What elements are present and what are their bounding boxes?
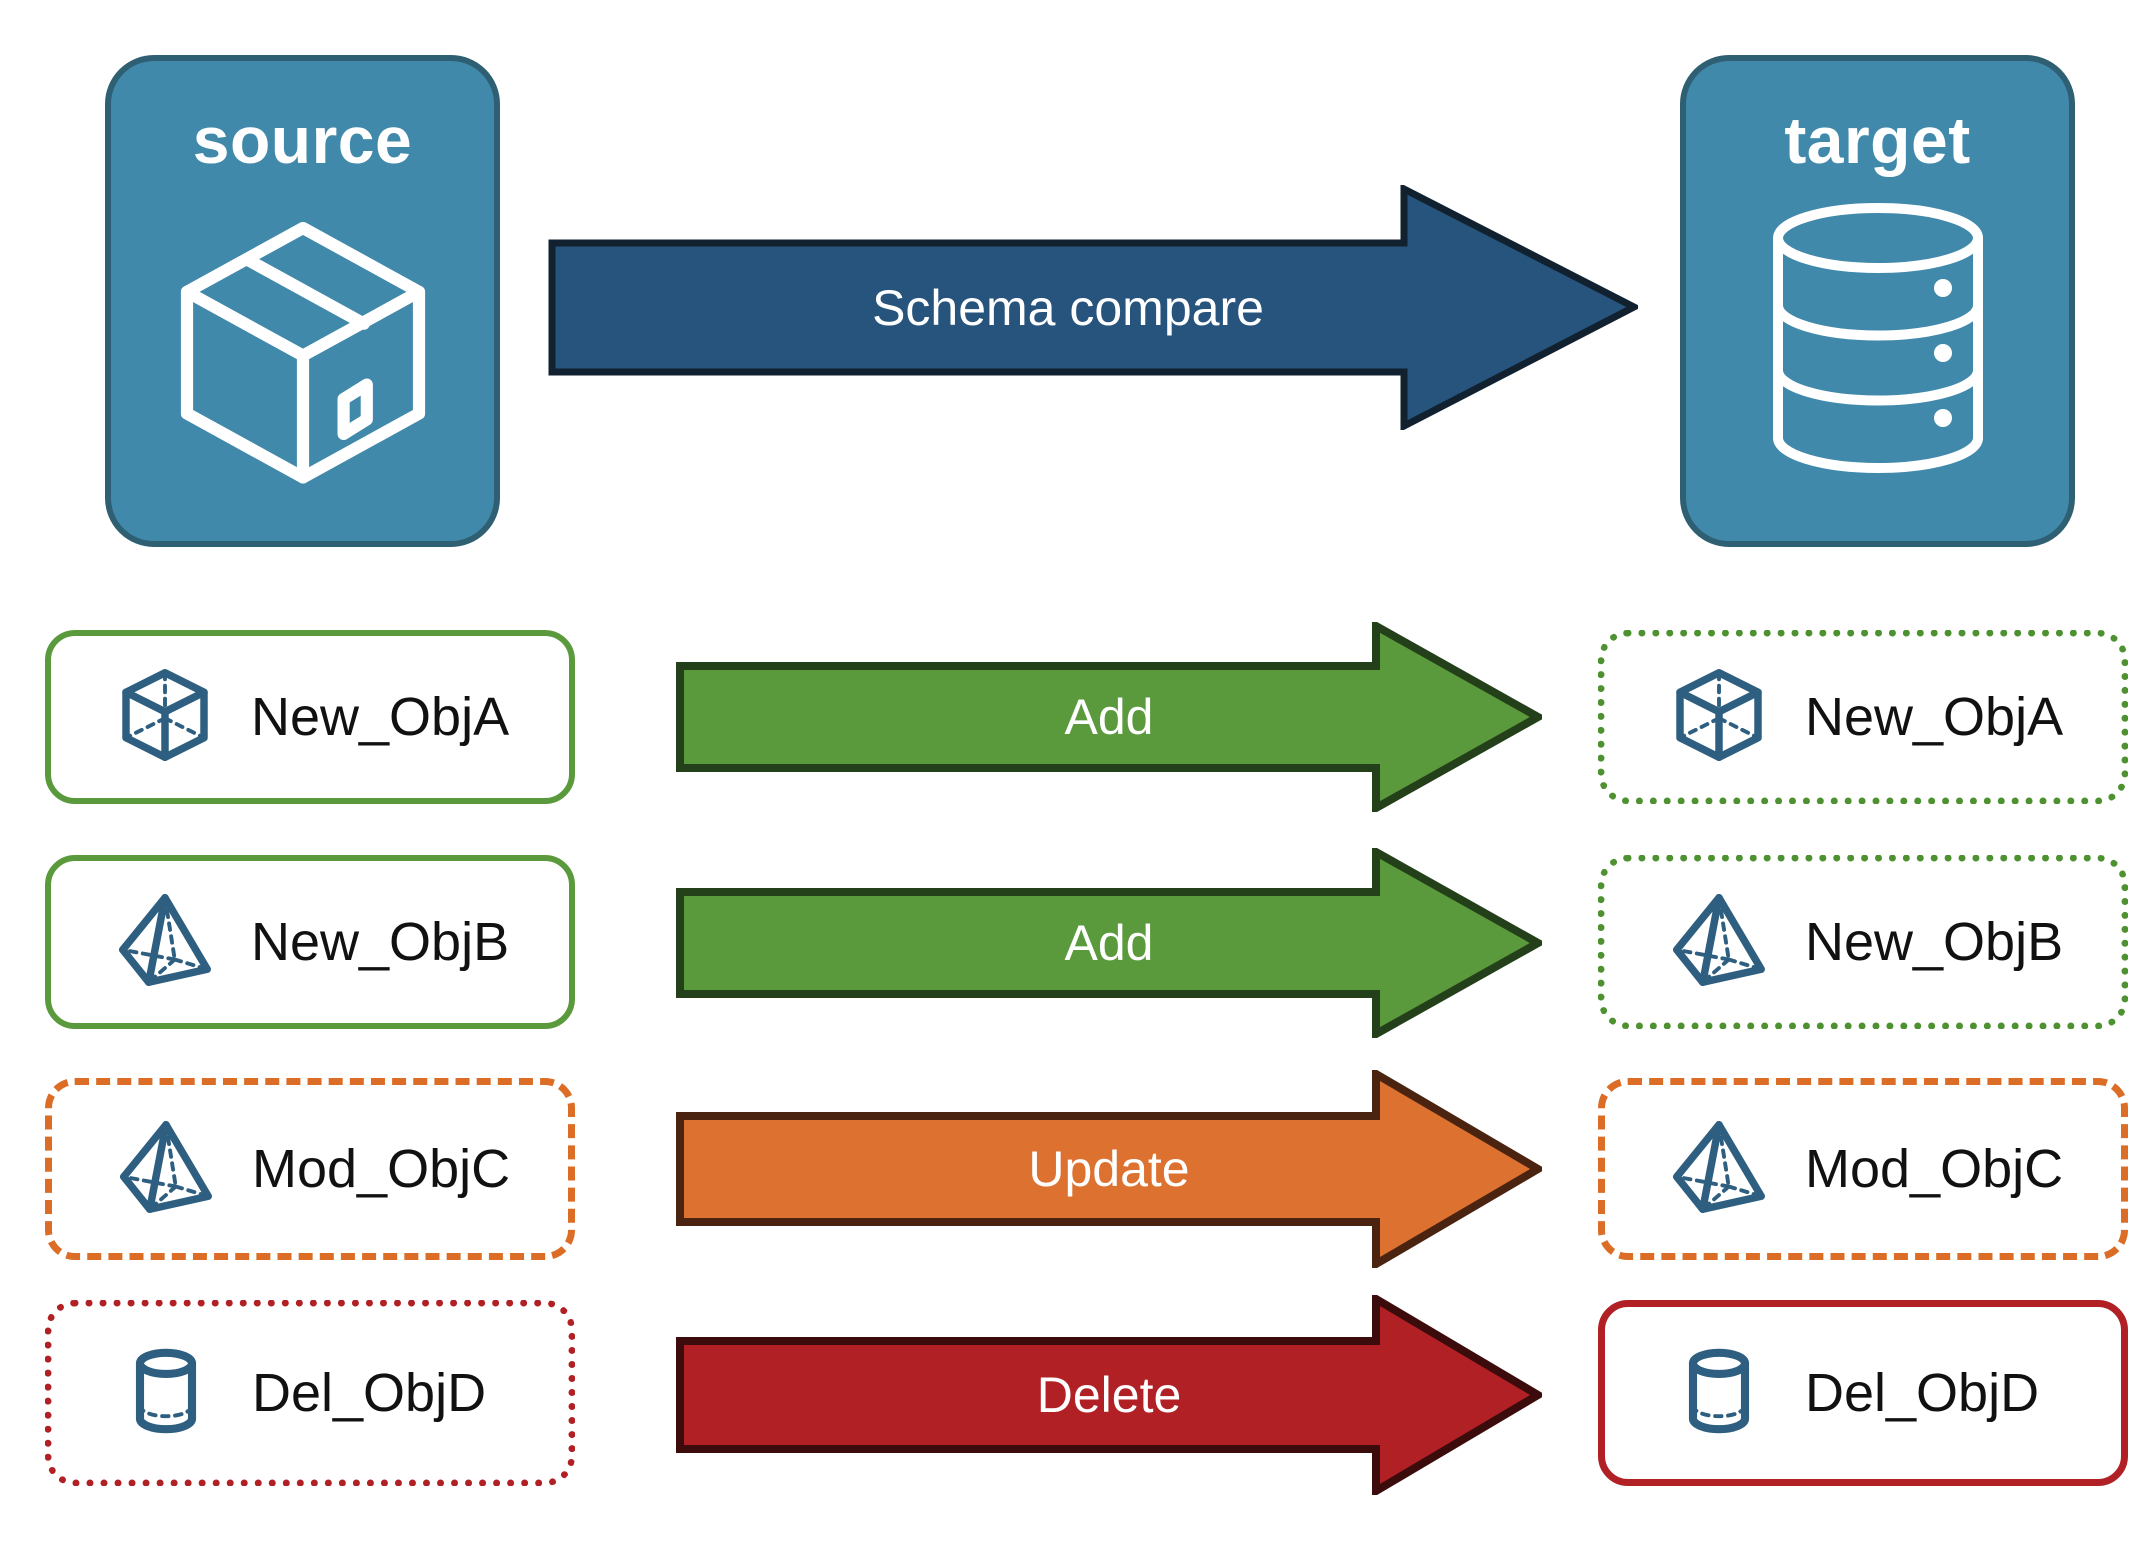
wireframe-pyramid-icon: [113, 888, 217, 997]
target-object-row-2[interactable]: New_ObjB: [1598, 855, 2128, 1029]
action-arrow-2: Add: [676, 848, 1542, 1038]
source-endpoint-card: source: [105, 55, 500, 547]
wireframe-pyramid-icon: [114, 1115, 218, 1224]
source-object-label-4: Del_ObjD: [252, 1363, 487, 1423]
source-title: source: [192, 103, 413, 177]
target-title: target: [1784, 103, 1971, 177]
source-object-label-3: Mod_ObjC: [252, 1139, 511, 1199]
wireframe-pyramid-icon: [1667, 888, 1771, 997]
database-cylinder-icon: [1763, 203, 1993, 478]
schema-compare-arrow-label: Schema compare: [872, 280, 1264, 336]
source-object-row-3[interactable]: Mod_ObjC: [45, 1078, 575, 1260]
target-object-label-2: New_ObjB: [1805, 912, 2064, 972]
action-arrow-label-2: Add: [1064, 915, 1154, 971]
target-object-row-1[interactable]: New_ObjA: [1598, 630, 2128, 804]
source-object-row-4[interactable]: Del_ObjD: [45, 1300, 575, 1486]
target-object-label-3: Mod_ObjC: [1805, 1139, 2064, 1199]
target-object-label-4: Del_ObjD: [1805, 1363, 2040, 1423]
source-object-row-1[interactable]: New_ObjA: [45, 630, 575, 804]
wireframe-cube-icon: [113, 663, 217, 772]
source-object-row-2[interactable]: New_ObjB: [45, 855, 575, 1029]
action-arrow-label-3: Update: [1028, 1141, 1190, 1197]
action-arrow-label-4: Delete: [1036, 1367, 1182, 1423]
source-object-label-1: New_ObjA: [251, 687, 510, 747]
package-box-icon: [158, 199, 448, 494]
target-endpoint-card: target: [1680, 55, 2075, 547]
wireframe-pyramid-icon: [1667, 1115, 1771, 1224]
schema-compare-arrow: Schema compare: [548, 185, 1638, 430]
wireframe-cylinder-icon: [1667, 1339, 1771, 1448]
wireframe-cylinder-icon: [114, 1339, 218, 1448]
target-object-row-3[interactable]: Mod_ObjC: [1598, 1078, 2128, 1260]
target-object-label-1: New_ObjA: [1805, 687, 2064, 747]
action-arrow-label-1: Add: [1064, 689, 1154, 745]
action-arrow-1: Add: [676, 622, 1542, 812]
target-object-row-4[interactable]: Del_ObjD: [1598, 1300, 2128, 1486]
action-arrow-4: Delete: [676, 1295, 1542, 1495]
source-object-label-2: New_ObjB: [251, 912, 510, 972]
action-arrow-3: Update: [676, 1070, 1542, 1268]
wireframe-cube-icon: [1667, 663, 1771, 772]
